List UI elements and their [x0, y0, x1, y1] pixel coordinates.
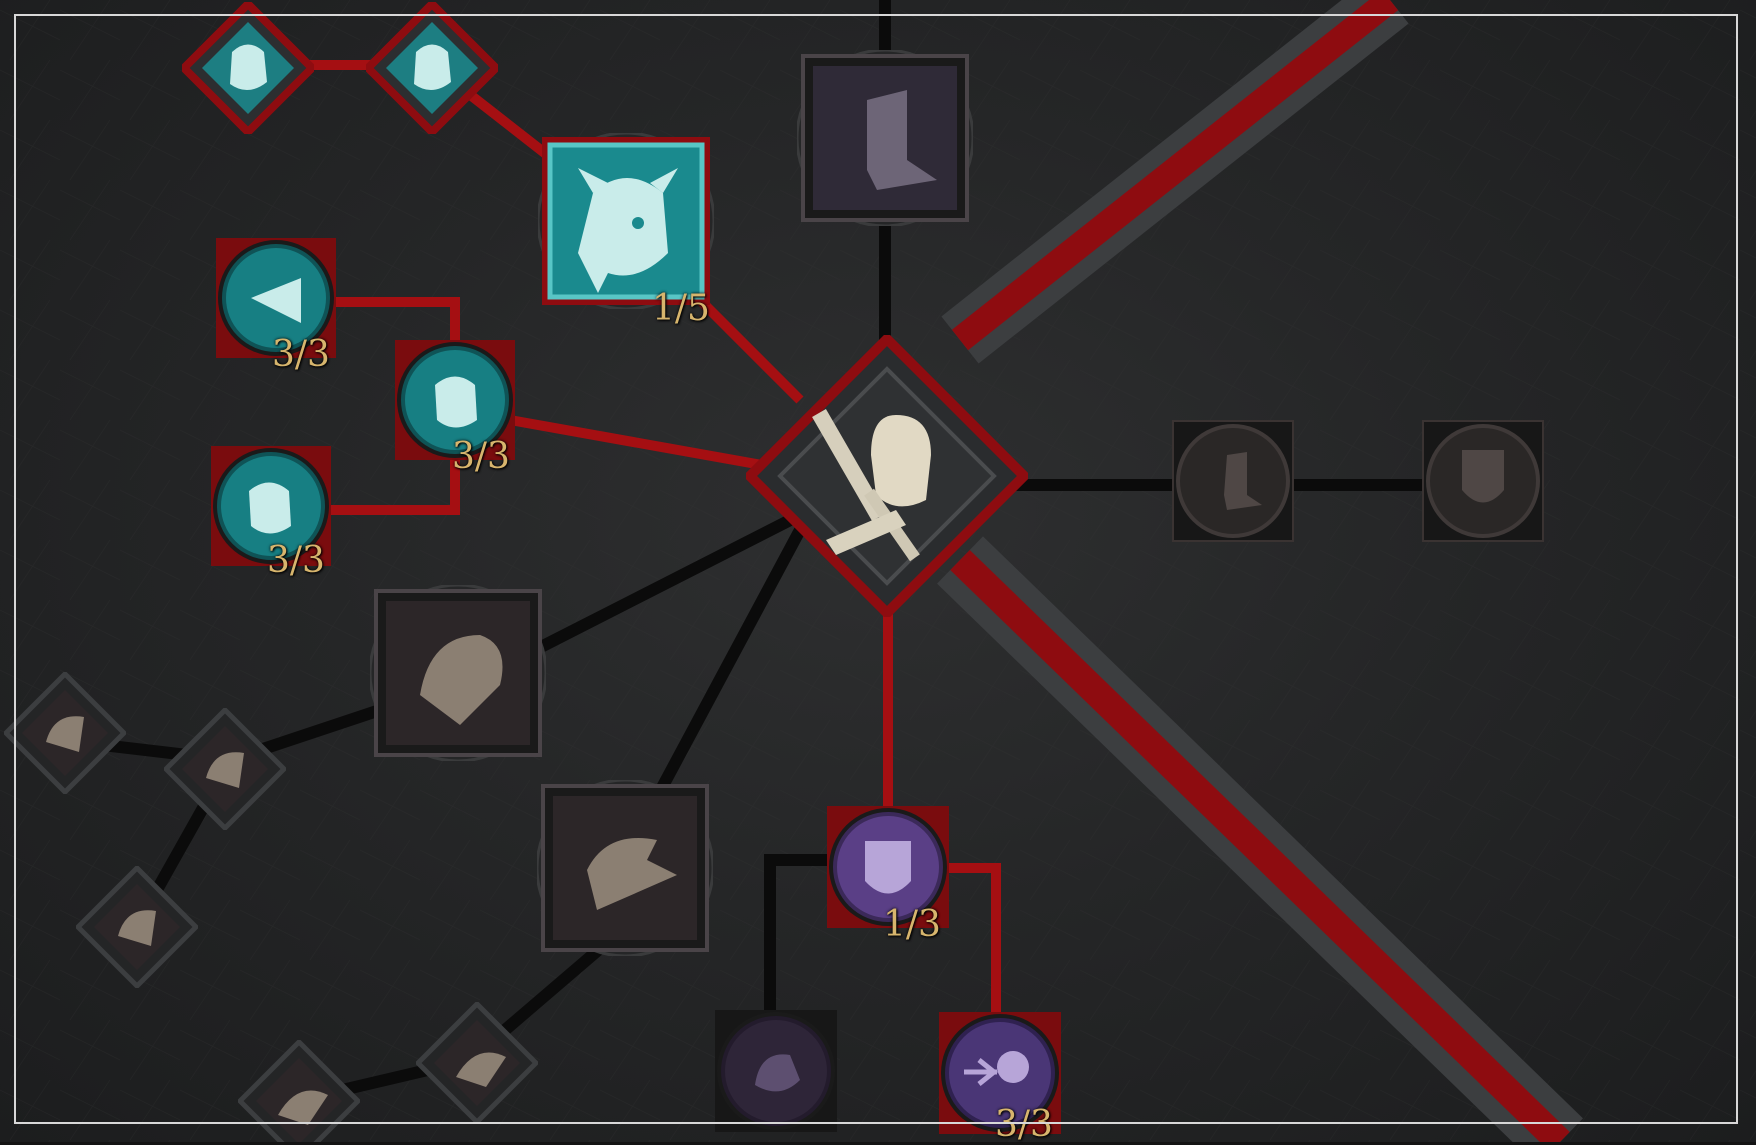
skill-node-purple-2[interactable] — [939, 1012, 1061, 1134]
boot-dash-icon — [1224, 452, 1262, 510]
horned-helm-shout-icon — [435, 376, 477, 428]
skill-node-purple-1[interactable] — [827, 806, 949, 928]
grip-fist-icon — [755, 1054, 800, 1092]
skill-node-ground-stomp[interactable] — [537, 780, 713, 956]
skill-node-boot-kick[interactable] — [797, 50, 973, 226]
ram-head-icon — [46, 716, 84, 752]
war-horn-icon — [251, 278, 301, 323]
skill-node-passive-2[interactable] — [395, 340, 515, 460]
skill-node-locked-diamond-5[interactable] — [238, 1040, 360, 1142]
skill-node-locked-diamond-4[interactable] — [416, 1002, 538, 1124]
boot-kick-icon — [867, 90, 937, 190]
skill-node-passive-1[interactable] — [216, 238, 336, 358]
skill-node-locked-diamond-2[interactable] — [164, 708, 286, 830]
ground-stomp-icon — [278, 1090, 328, 1125]
skill-node-purple-3[interactable] — [715, 1010, 837, 1132]
horned-helm-icon — [230, 44, 267, 91]
skill-node-locked-diamond-3[interactable] — [76, 866, 198, 988]
skill-hub-node[interactable] — [746, 335, 1028, 617]
ram-head-icon — [420, 635, 503, 725]
skull-arrow-icon — [964, 1051, 1029, 1086]
skill-node-diamond-2[interactable] — [366, 2, 498, 134]
horned-helm-roar-icon — [249, 482, 291, 534]
ram-head-icon — [118, 910, 156, 946]
horned-helm-face-icon — [578, 168, 678, 293]
boot-shield-icon — [1462, 450, 1504, 503]
ram-head-icon — [206, 752, 244, 788]
skill-node-boot-passive-2[interactable] — [1422, 420, 1544, 542]
skill-node-ram-charge[interactable] — [370, 585, 546, 761]
fist-dagger-icon — [812, 409, 931, 562]
ground-stomp-icon — [587, 838, 677, 910]
skill-node-locked-diamond-1[interactable] — [4, 672, 126, 794]
horned-helm-icon — [414, 44, 451, 91]
ground-stomp-icon — [456, 1052, 506, 1087]
main-trunk-path — [937, 0, 1583, 1142]
skill-node-passive-3[interactable] — [211, 446, 331, 566]
skill-node-active-1[interactable] — [538, 133, 714, 309]
skill-node-boot-passive-1[interactable] — [1172, 420, 1294, 542]
demon-shield-icon — [865, 841, 911, 894]
skill-node-diamond-1[interactable] — [182, 2, 314, 134]
